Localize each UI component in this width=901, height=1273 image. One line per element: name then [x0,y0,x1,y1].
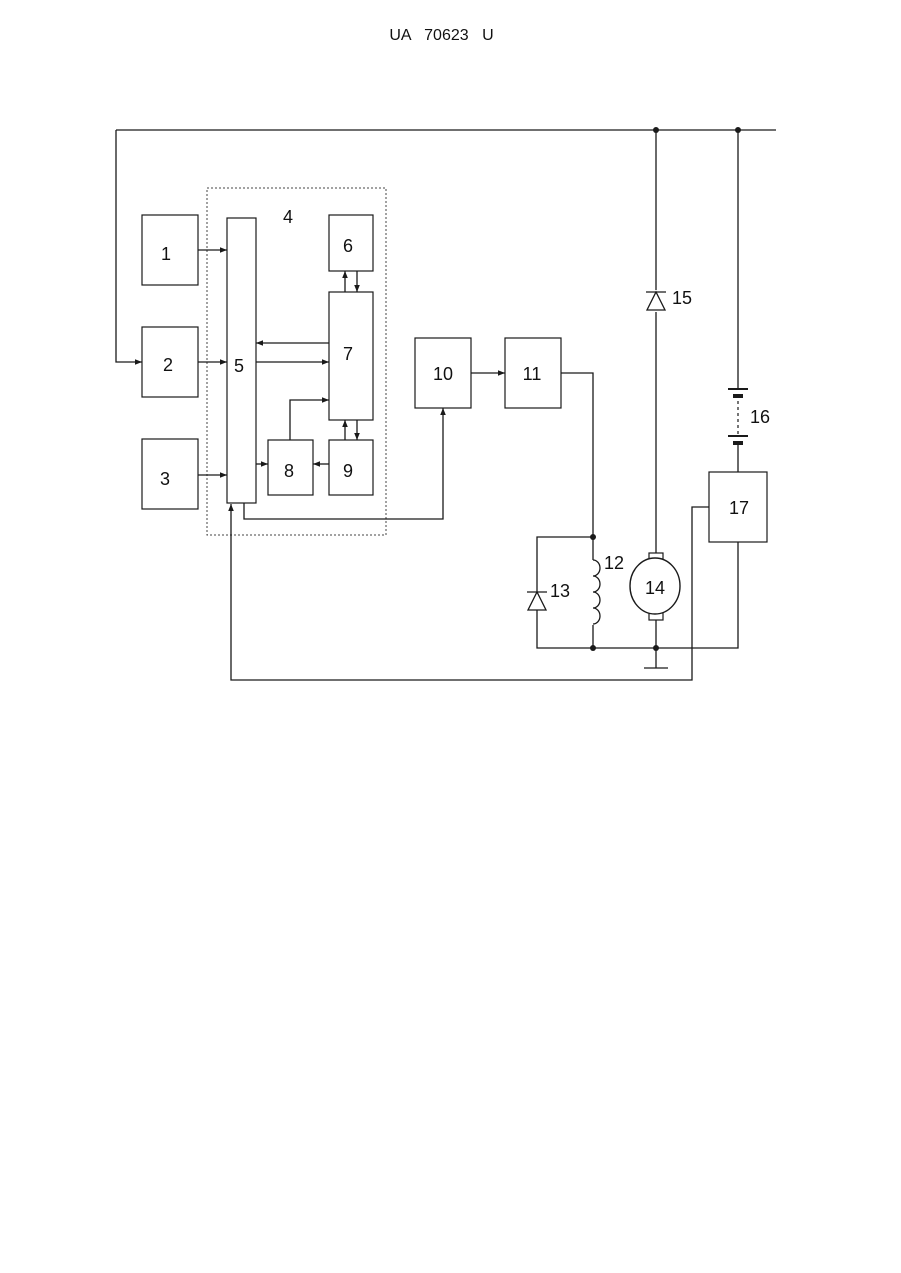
block-7-label: 7 [343,344,353,364]
block-11: 11 [505,338,561,408]
motor-14-label: 14 [645,578,665,598]
block-17-label: 17 [729,498,749,518]
block-2: 2 [142,327,198,397]
diode-15-icon [646,292,666,310]
diode-13-icon [527,592,547,610]
block-8-to-7-wire [290,400,329,440]
block-9: 9 [329,440,373,495]
coil-12-label: 12 [604,553,624,573]
block-4-label: 4 [283,207,293,227]
block-3-label: 3 [160,469,170,489]
block-10: 10 [415,338,471,408]
battery-16-icon [728,389,748,443]
block-11-label: 11 [523,364,542,384]
block-6-label: 6 [343,236,353,256]
block-8-label: 8 [284,461,294,481]
motor-14-icon: 14 [630,553,680,620]
block-5: 5 [227,218,256,503]
block-2-label: 2 [163,355,173,375]
block-11-to-coil-wire [561,373,593,537]
block-3: 3 [142,439,198,509]
battery-16-label: 16 [750,407,770,427]
block-5-label: 5 [234,356,244,376]
coil-12-icon [593,537,600,624]
block-1-label: 1 [161,244,171,264]
bus-to-block-2-wire [116,130,142,362]
block-1: 1 [142,215,198,285]
block-8: 8 [268,440,313,495]
diode-13-label: 13 [550,581,570,601]
diode-15-label: 15 [672,288,692,308]
block-10-label: 10 [433,364,453,384]
block-17: 17 [709,472,767,542]
block-9-label: 9 [343,461,353,481]
block-7: 7 [329,292,373,420]
block-6: 6 [329,215,373,271]
